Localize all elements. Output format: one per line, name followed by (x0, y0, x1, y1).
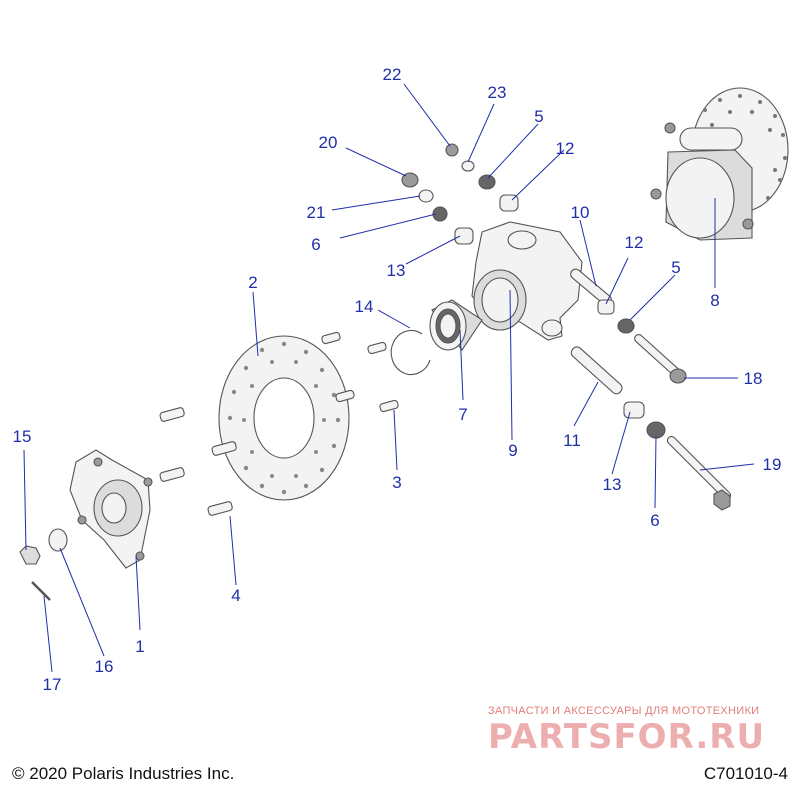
callout-6-upper: 6 (311, 235, 320, 254)
callout-13-upper: 13 (387, 261, 406, 280)
bearing-part (429, 299, 483, 351)
watermark-brand: PARTSFOR.RU (488, 717, 766, 757)
callout-15: 15 (13, 427, 32, 446)
callout-11: 11 (563, 431, 581, 450)
cotter-pin-part (31, 581, 51, 601)
callout-7: 7 (458, 405, 467, 424)
callout-12-upper: 12 (556, 139, 575, 158)
callout-17: 17 (43, 675, 62, 694)
castle-nut-part (19, 545, 41, 565)
leader-lines (23, 83, 755, 673)
brake-caliper-part (650, 87, 789, 241)
callout-1: 1 (135, 637, 144, 656)
wheel-studs (159, 407, 237, 516)
callout-10: 10 (571, 203, 590, 222)
callout-5-upper: 5 (534, 107, 543, 126)
upper-hardware (401, 143, 519, 245)
callout-13-lower: 13 (603, 475, 622, 494)
callout-3: 3 (392, 473, 401, 492)
callout-14: 14 (355, 297, 374, 316)
callout-19: 19 (763, 455, 782, 474)
callout-2: 2 (248, 273, 257, 292)
callout-18: 18 (744, 369, 763, 388)
brake-disc-part (218, 335, 350, 501)
callout-22: 22 (383, 65, 402, 84)
callout-20: 20 (319, 133, 338, 152)
callout-labels: 1 2 3 4 5 5 6 6 7 8 9 10 11 12 12 13 13 … (13, 65, 782, 694)
callout-21: 21 (307, 203, 326, 222)
disc-bolts (321, 331, 399, 413)
callout-9: 9 (508, 441, 517, 460)
callout-12-right: 12 (625, 233, 644, 252)
copyright-text: © 2020 Polaris Industries Inc. (12, 764, 235, 783)
snap-ring-part (390, 329, 431, 376)
figure-code: C701010-4 (703, 764, 788, 783)
callout-23: 23 (488, 83, 507, 102)
knuckle-part (471, 221, 583, 341)
watermark-tagline: ЗАПЧАСТИ И АКСЕССУАРЫ ДЛЯ МОТОТЕХНИКИ (488, 705, 760, 717)
callout-6-lower: 6 (650, 511, 659, 530)
right-hardware (570, 268, 732, 511)
wheel-hub-part (69, 449, 153, 569)
callout-5-right: 5 (671, 258, 680, 277)
callout-16: 16 (95, 657, 114, 676)
callout-4: 4 (231, 586, 240, 605)
callout-8: 8 (710, 291, 719, 310)
washer-part (48, 528, 68, 552)
